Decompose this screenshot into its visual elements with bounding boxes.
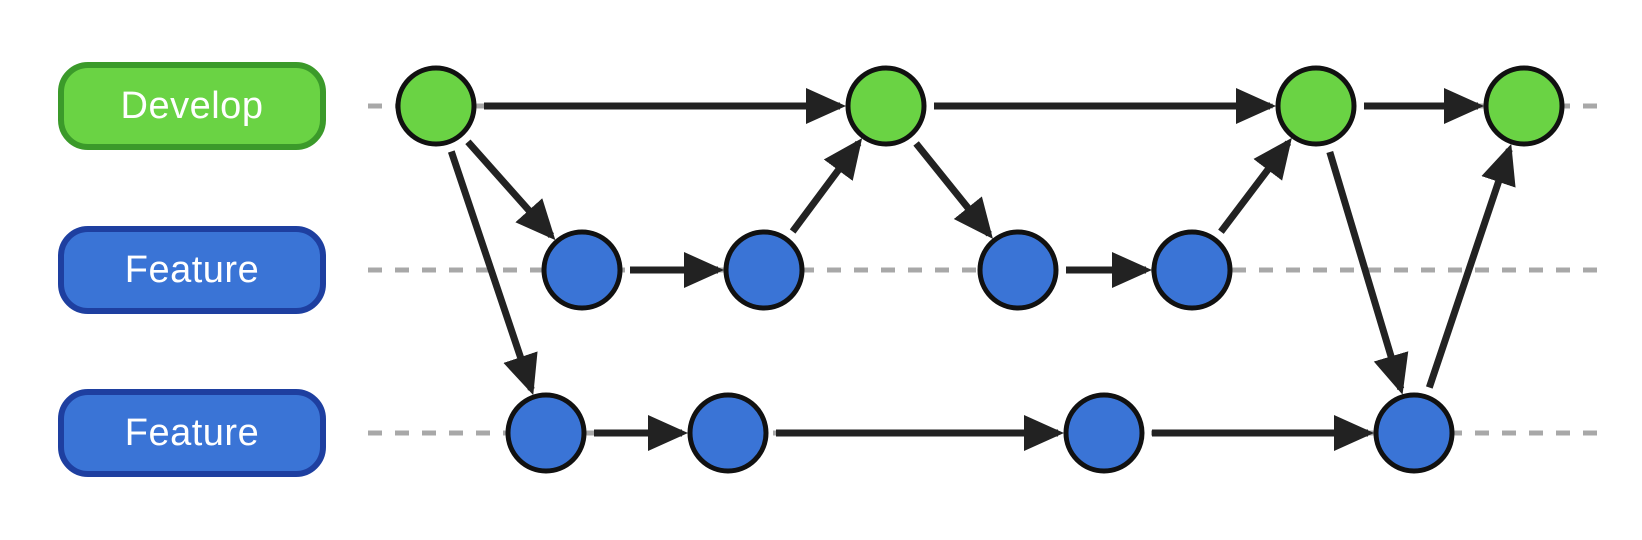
- arrow-d3-to-b4: [1326, 150, 1409, 395]
- commit-node-b2: [687, 392, 769, 474]
- commit-node-a3: [977, 229, 1059, 311]
- branch-label-feature-2: Feature: [58, 389, 326, 477]
- branch-label-develop: Develop: [58, 62, 326, 150]
- commit-node-b3: [1063, 392, 1145, 474]
- commit-node-d3: [1275, 65, 1357, 147]
- commit-node-a4: [1151, 229, 1233, 311]
- arrow-d1-to-b1: [447, 150, 538, 396]
- arrow-b4-to-d4: [1425, 143, 1516, 389]
- commit-node-a2: [723, 229, 805, 311]
- arrow-a4-to-d3: [1218, 137, 1292, 234]
- commit-node-b4: [1373, 392, 1455, 474]
- commit-node-d2: [845, 65, 927, 147]
- arrow-d1-to-a1: [465, 139, 556, 241]
- arrow-a2-to-d2: [789, 138, 863, 234]
- commit-node-d4: [1483, 65, 1565, 147]
- arrow-d2-to-a3: [913, 141, 993, 239]
- commit-node-d1: [395, 65, 477, 147]
- branch-label-feature-1: Feature: [58, 226, 326, 314]
- commit-node-a1: [541, 229, 623, 311]
- commit-edges: [447, 88, 1516, 451]
- commit-node-b1: [505, 392, 587, 474]
- commit-nodes: [395, 65, 1565, 474]
